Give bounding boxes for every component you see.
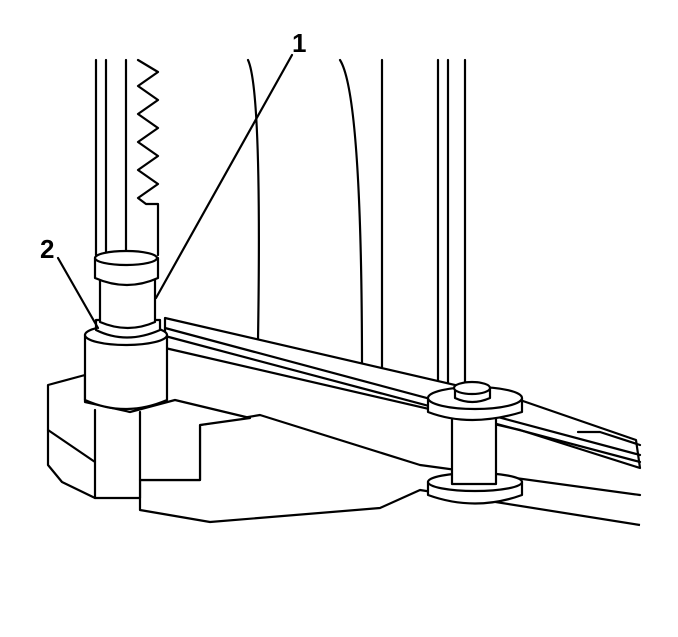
upper-bushing (93, 249, 162, 339)
right-pin-clamp (426, 380, 524, 505)
threaded-shaft (94, 58, 160, 257)
background-frame (246, 58, 467, 397)
callout-label-2: 2 (40, 234, 54, 264)
callout-label-1: 1 (292, 28, 306, 58)
callout-leaders (56, 53, 294, 330)
leader-line-2 (56, 256, 100, 330)
leader-line-1 (154, 53, 294, 300)
